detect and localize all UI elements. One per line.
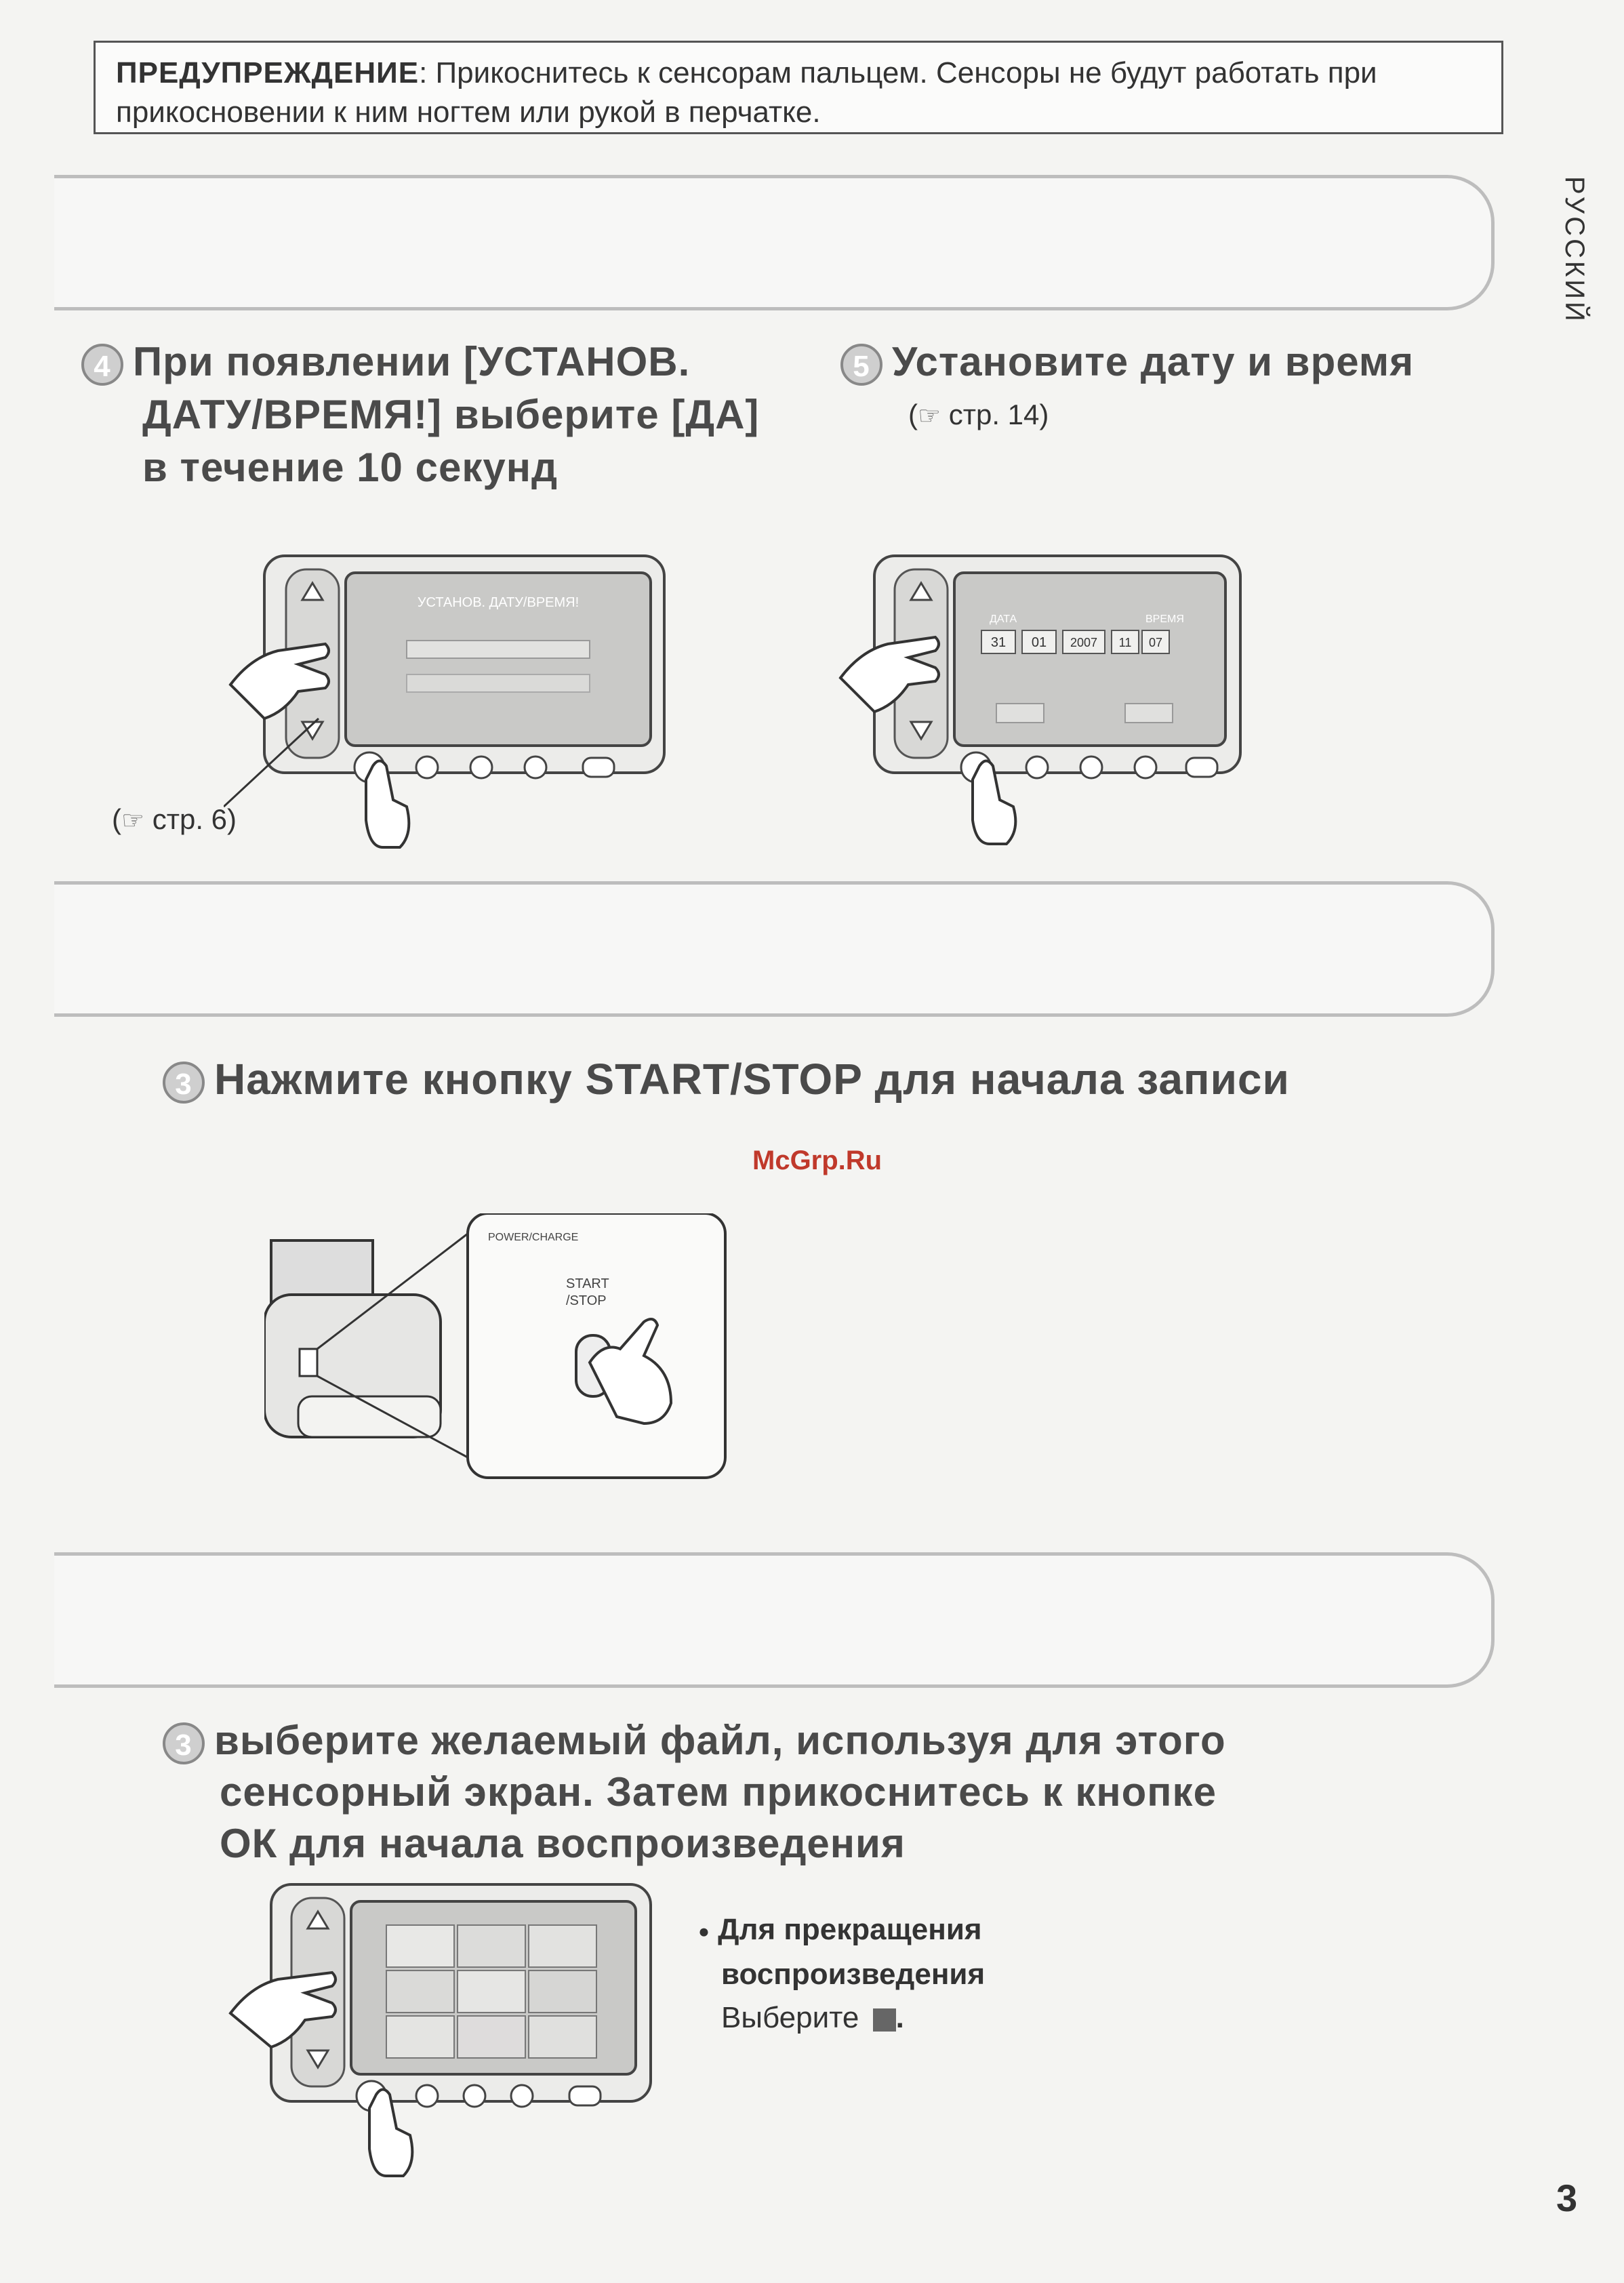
language-tab-label: РУССКИЙ (1560, 176, 1589, 324)
pointer-line (224, 717, 320, 808)
step4-line1: При появлении [УСТАНОВ. (133, 339, 691, 384)
finger-hand-icon (838, 635, 940, 714)
note-line2: воспроизведения (721, 1958, 986, 1992)
step3-play-number: 3 (163, 1722, 205, 1765)
sensor-button-1[interactable] (415, 755, 439, 780)
finger-hand-icon (228, 1971, 337, 2049)
sensor-button-2[interactable] (1079, 755, 1103, 780)
step5-number: 5 (840, 344, 882, 386)
note-line3: Выберите (721, 2001, 859, 2035)
thumbnail[interactable] (386, 1970, 455, 2013)
sensor-button-1[interactable] (1025, 755, 1049, 780)
yes-option[interactable] (406, 640, 590, 659)
hour-value[interactable]: 11 (1119, 636, 1132, 649)
start-label: START (566, 1276, 609, 1291)
section-banner-2 (54, 881, 1495, 1017)
sensor-button-1[interactable] (415, 2084, 439, 2108)
sensor-button-3[interactable] (523, 755, 548, 780)
finger-hand-icon (228, 642, 330, 721)
step3-play-line1: выберите желаемый файл, используя для эт… (214, 1718, 1226, 1763)
no-option[interactable] (406, 674, 590, 693)
thumbnail[interactable] (457, 1924, 526, 1968)
next-arrow-button[interactable] (1124, 703, 1173, 723)
pointing-hand-icon: ☞ (918, 402, 941, 430)
minute-value[interactable]: 07 (1149, 636, 1162, 649)
sensor-button-3[interactable] (1133, 755, 1158, 780)
thumbnail-grid[interactable] (386, 1924, 597, 2059)
warning-lead: ПРЕДУПРЕЖДЕНИЕ (116, 56, 420, 89)
thumbnail[interactable] (386, 1924, 455, 1968)
thumbnail[interactable] (528, 1924, 597, 1968)
arrow-down-icon (909, 721, 933, 741)
arrow-down-icon (300, 721, 325, 741)
watermark-text: McGrp.Ru (752, 1146, 882, 1175)
lcd-screen (344, 571, 652, 747)
power-charge-label: POWER/CHARGE (488, 1232, 578, 1243)
playback-camera-illustration (228, 1883, 652, 2177)
arrow-up-icon (300, 581, 325, 601)
year-value[interactable]: 2007 (1070, 636, 1097, 649)
step3-record-number: 3 (163, 1062, 205, 1104)
month-value[interactable]: 01 (1032, 635, 1047, 650)
step3-record-title: Нажмите кнопку START/STOP для начала зап… (214, 1055, 1290, 1104)
thumb-hand-icon (365, 759, 411, 849)
stop-playback-note: ● Для прекращения воспроизведения Выбери… (698, 1913, 986, 2035)
note-line1: Для прекращения (718, 1913, 982, 1946)
arrow-up-icon (306, 1910, 330, 1930)
step5-camera-illustration: ДАТА ВРЕМЯ 31 01 2007 11 07 (838, 554, 1242, 845)
menu-button[interactable] (1185, 756, 1219, 778)
step5-title: Установите дату и время (892, 339, 1415, 384)
warning-text: : Прикоснитесь к сенсорам пальцем. Сенсо… (116, 56, 1377, 129)
stop-square-icon (872, 2008, 896, 2032)
back-arrow-button[interactable] (996, 703, 1044, 723)
menu-button[interactable] (568, 2085, 602, 2107)
sensor-button-3[interactable] (510, 2084, 534, 2108)
day-value[interactable]: 31 (991, 635, 1006, 650)
lcd-screen (953, 571, 1227, 747)
bullet-icon: ● (698, 1920, 710, 1942)
page-number: 3 (1556, 2177, 1578, 2219)
arrow-down-icon (306, 2049, 330, 2069)
thumb-hand-icon (971, 759, 1017, 845)
step3-play-line2: сенсорный экран. Затем прикоснитесь к кн… (220, 1769, 1217, 1815)
step5-ref: (☞ стр. 14) (908, 399, 1049, 430)
step4-line3: в течение 10 секунд (142, 445, 559, 490)
sensor-button-2[interactable] (462, 2084, 487, 2108)
thumbnail[interactable] (528, 1970, 597, 2013)
stop-label: /STOP (566, 1293, 607, 1308)
thumbnail[interactable] (457, 2015, 526, 2059)
step4-camera-illustration: УСТАНОВ. ДАТУ/ВРЕМЯ! (224, 554, 666, 849)
step4-number: 4 (81, 344, 123, 386)
step4-ref-text: стр. 6 (152, 803, 228, 835)
step4-ref: (☞ стр. 6) (112, 803, 237, 835)
finger-hand-icon (588, 1318, 673, 1426)
thumbnail[interactable] (386, 2015, 455, 2059)
step3-play-line3: ОК для начала воспроизведения (220, 1821, 906, 1866)
step5-ref-text: стр. 14 (948, 399, 1040, 430)
step4-line2: ДАТУ/ВРЕМЯ!] выберите [ДА] (142, 392, 760, 437)
time-label: ВРЕМЯ (1145, 613, 1184, 625)
warning-box: ПРЕДУПРЕЖДЕНИЕ: Прикоснитесь к сенсорам … (94, 41, 1503, 134)
thumb-hand-icon (368, 2088, 414, 2177)
section-banner-1 (54, 175, 1495, 310)
camcorder-illustration: POWER/CHARGE START /STOP (264, 1213, 727, 1479)
arrow-up-icon (909, 581, 933, 601)
thumbnail[interactable] (457, 1970, 526, 2013)
pointing-hand-icon-2: ☞ (121, 807, 145, 835)
menu-button[interactable] (582, 756, 615, 778)
date-label: ДАТА (990, 613, 1017, 625)
sensor-button-2[interactable] (469, 755, 493, 780)
section-banner-3 (54, 1552, 1495, 1688)
thumbnail[interactable] (528, 2015, 597, 2059)
screen-title: УСТАНОВ. ДАТУ/ВРЕМЯ! (418, 595, 579, 610)
